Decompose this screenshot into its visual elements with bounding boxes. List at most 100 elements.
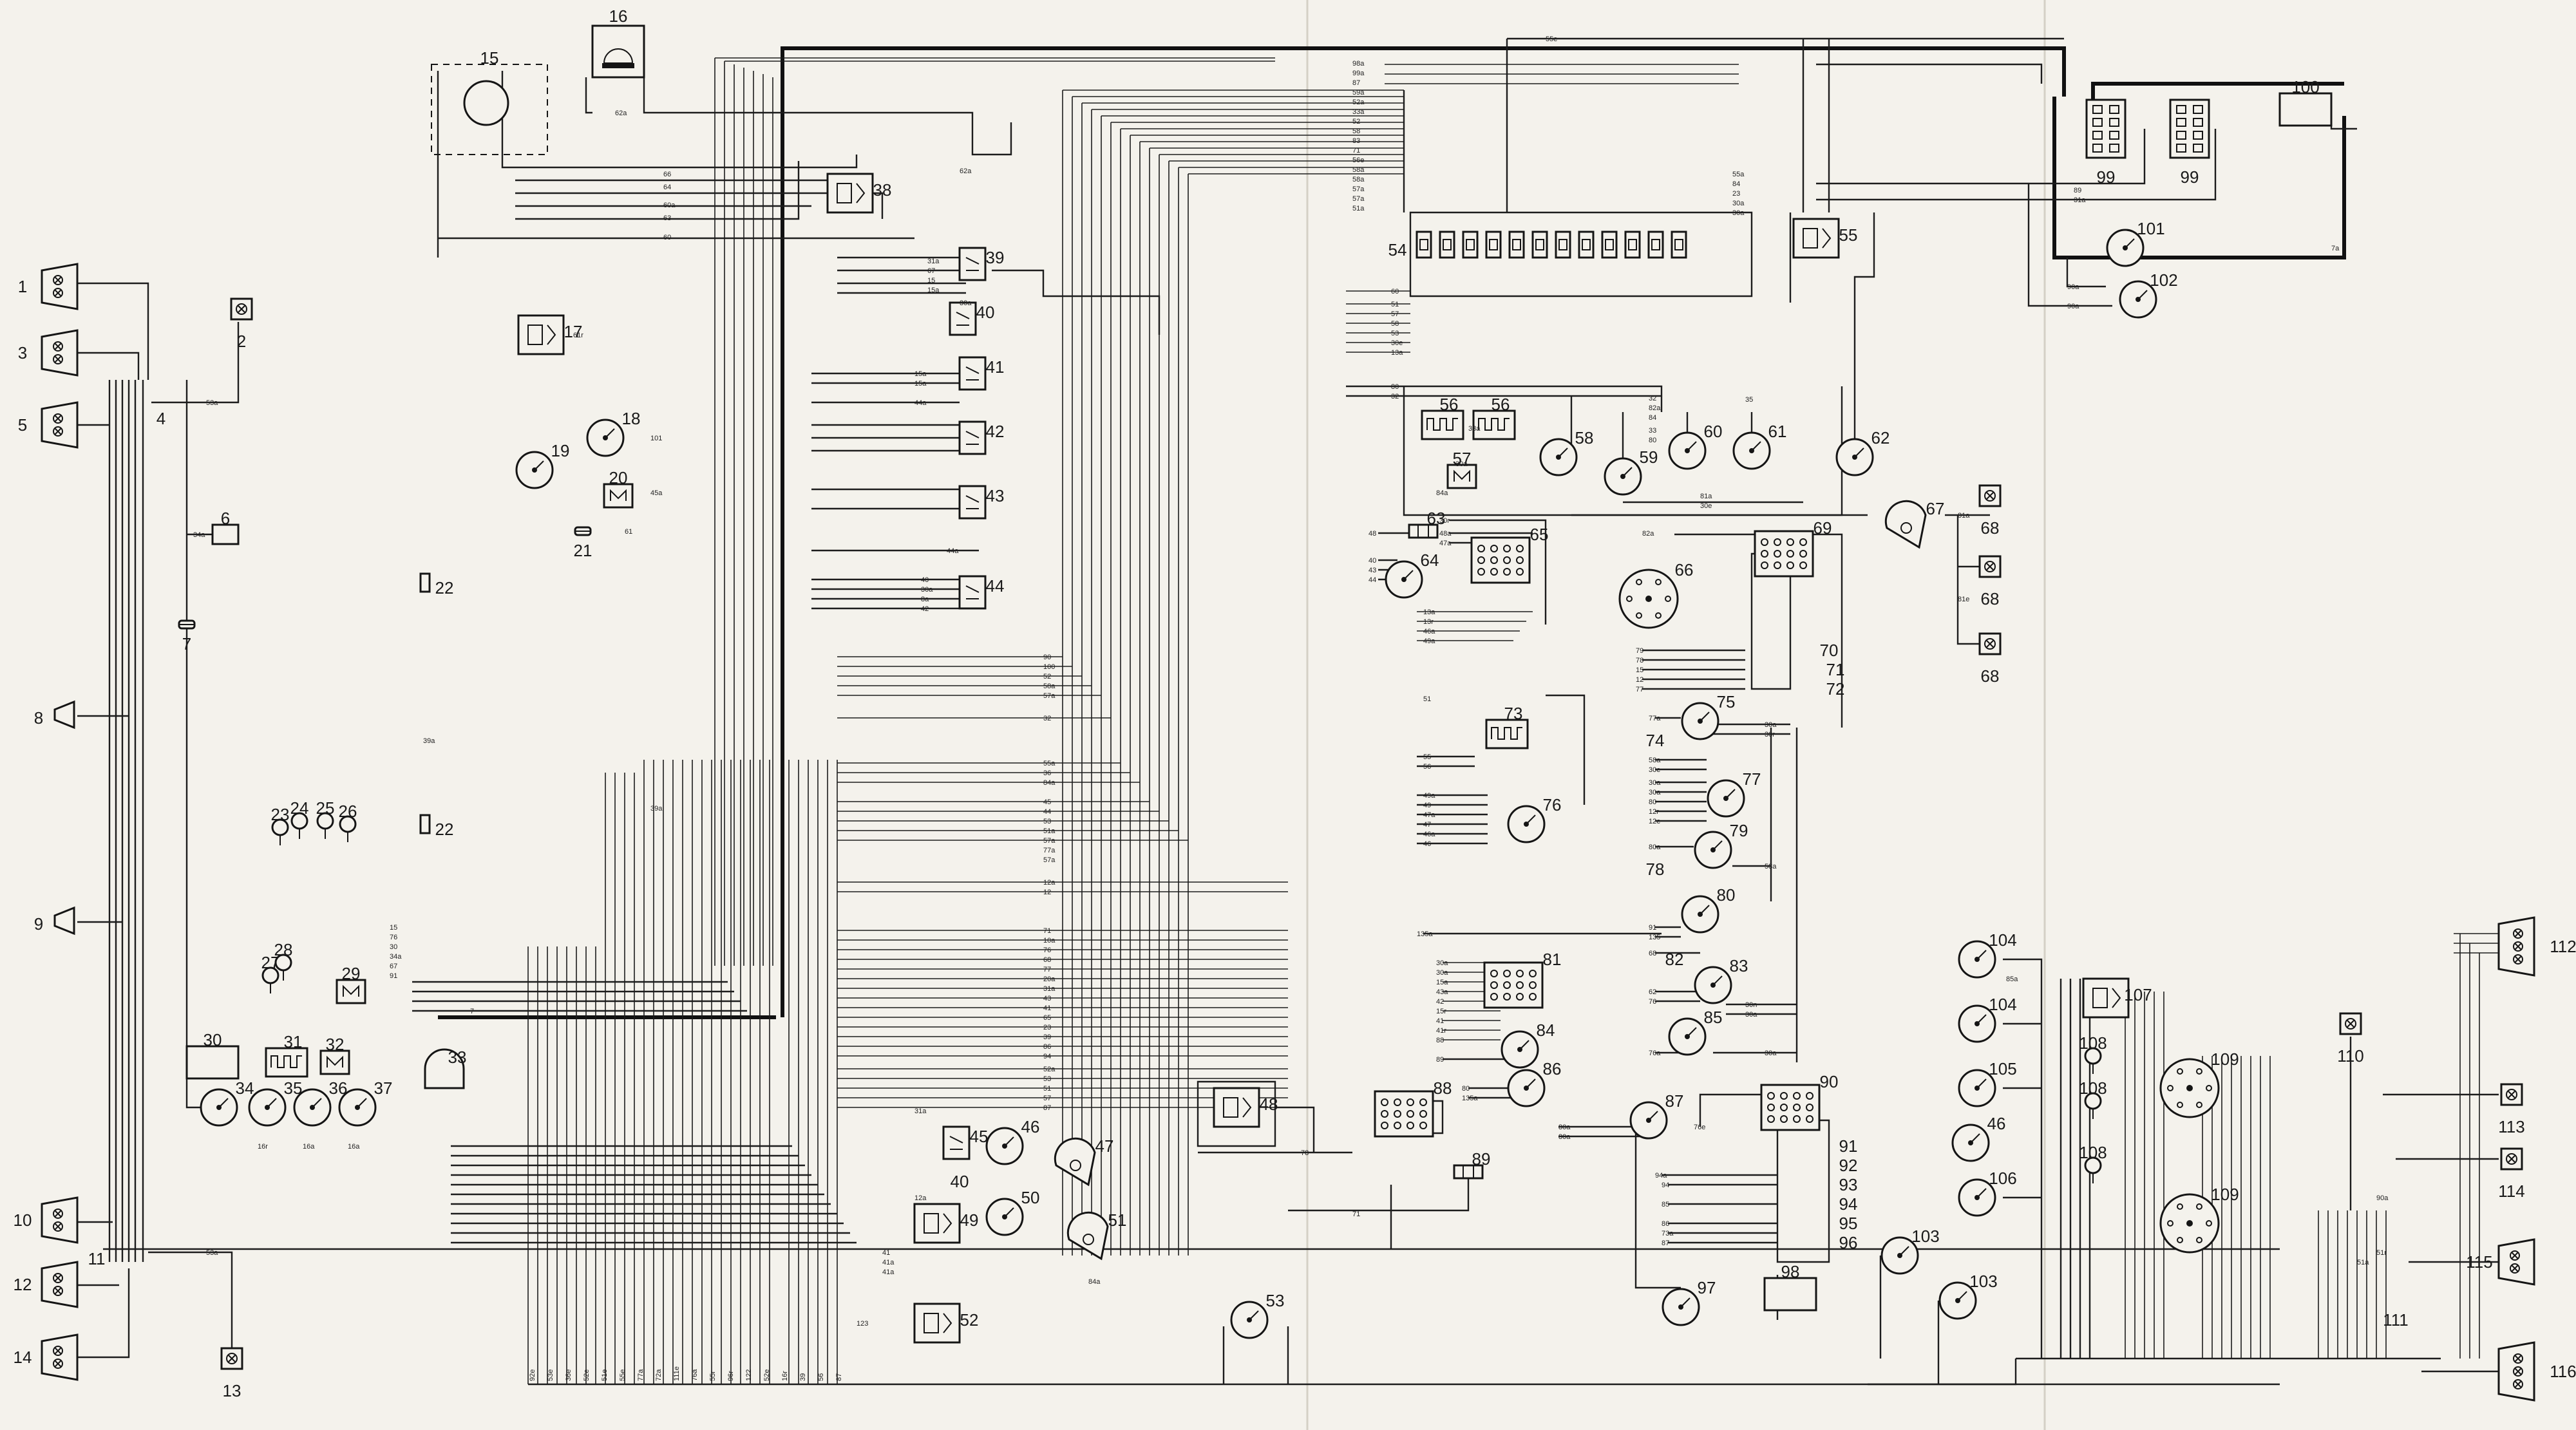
component-103b: 103 [1938, 1272, 1998, 1320]
wire-label: 100 [1043, 663, 1055, 671]
wire-label: 68 [1649, 950, 1656, 957]
component-label: 95 [1839, 1214, 1858, 1233]
component-23: 23 [271, 805, 290, 845]
component-label: 18 [622, 409, 641, 428]
component-label: 41 [986, 357, 1005, 377]
wire-label: 44 [1043, 808, 1051, 816]
wire-label: 57a [1352, 195, 1365, 203]
wire-label: 41 [1436, 1017, 1444, 1025]
component-99a: 99 [2085, 99, 2126, 187]
component-label: 74 [1646, 731, 1665, 750]
wire-label: 49a [1423, 792, 1435, 800]
component-label: 48 [1260, 1095, 1278, 1114]
component-113: 113 [2498, 1083, 2525, 1136]
wire-label: 32 [1649, 395, 1656, 402]
component-label: 28 [274, 940, 293, 959]
component-label: 20 [609, 468, 628, 487]
component-label: 19 [551, 441, 570, 460]
wire-label: 123 [857, 1320, 868, 1328]
component-label: 57 [1453, 449, 1472, 468]
bottom-wire-label: 55r [709, 1371, 717, 1381]
component-label: 67 [1926, 499, 1945, 518]
wire-label: 15 [1636, 666, 1643, 674]
wire-label: 77 [1636, 686, 1643, 693]
wire-label: 61 [625, 528, 632, 536]
component-label: 72 [1826, 679, 1845, 699]
component-40b: 40 [951, 1172, 969, 1191]
wire-label: 57a [1352, 185, 1365, 193]
wire-label: 43a [1436, 988, 1448, 996]
component-60: 60 [1668, 422, 1722, 470]
component-94: 94 [1839, 1194, 1858, 1214]
wire-label: 51 [1423, 695, 1431, 703]
component-28: 28 [274, 940, 293, 981]
wire-label: 15 [390, 924, 397, 932]
component-40a: 40 [949, 301, 994, 336]
wire-label: 135 [1649, 934, 1660, 941]
wire-label: 15a [1436, 979, 1448, 986]
component-90: 90 [1760, 1072, 1838, 1131]
wire-label: 91 [390, 972, 397, 980]
component-89: 89 [1453, 1149, 1490, 1180]
component-label: 91 [1839, 1136, 1858, 1156]
wire-label: 71 [1352, 147, 1360, 155]
component-label: 59 [1640, 447, 1658, 467]
component-label: 94 [1839, 1194, 1858, 1214]
wire-label: 30a [1649, 789, 1661, 796]
component-96: 96 [1839, 1233, 1858, 1252]
wire-label: 83 [1352, 137, 1360, 145]
component-label: 109 [2211, 1185, 2239, 1204]
component-label: 88 [1434, 1078, 1452, 1098]
component-label: 58 [1575, 428, 1594, 447]
component-116: 116 [2497, 1341, 2576, 1402]
wire-label: 34a [193, 531, 205, 539]
component-label: 31 [284, 1032, 303, 1051]
bottom-wire-label: 55e [619, 1369, 627, 1381]
component-4: 4 [156, 409, 166, 428]
bottom-wire-label: 122 [745, 1369, 753, 1381]
wire-label: 52a [1043, 1066, 1056, 1073]
component-label: 44 [986, 576, 1005, 596]
component-label: 108 [2079, 1143, 2107, 1162]
component-111: 111 [2383, 1310, 2409, 1330]
wire-label: 80a [1649, 843, 1661, 851]
wire-label: 39 [1043, 1033, 1051, 1041]
wire-label: 51 [1043, 1085, 1051, 1093]
component-88: 88 [1374, 1078, 1452, 1138]
wire-label: 32 [1391, 393, 1399, 400]
wire-label: 34a [390, 953, 402, 961]
bottom-wire-label: 52e [583, 1369, 591, 1381]
wire-label: 30 [390, 943, 397, 951]
wire-label: 84a [1436, 489, 1448, 497]
bottom-wire-label: 92e [529, 1369, 536, 1381]
wire-label: 90a [2067, 303, 2079, 310]
wire-label: 84a [1043, 779, 1056, 787]
component-label: 75 [1717, 692, 1736, 711]
component-label: 79 [1730, 821, 1748, 840]
component-98: 98 [1763, 1262, 1817, 1312]
wire-label: 90 [1043, 654, 1051, 661]
bottom-wire-label: 87 [835, 1373, 843, 1381]
component-63: 63 [1408, 509, 1445, 539]
component-29: 29 [336, 964, 366, 1004]
component-label: 64 [1421, 550, 1439, 570]
wire-label: 77a [1043, 847, 1056, 854]
component-label: 46 [1987, 1114, 2006, 1133]
component-label: 104 [1989, 995, 2016, 1014]
component-47: 47 [1054, 1136, 1113, 1187]
bottom-wire-label: 36e [565, 1369, 573, 1381]
component-99b: 99 [2169, 99, 2210, 187]
component-label: 14 [14, 1348, 32, 1367]
wire-label: 47 [1423, 821, 1431, 829]
component-label: 96 [1839, 1233, 1858, 1252]
component-label: 23 [271, 805, 290, 824]
component-11: 11 [88, 1249, 106, 1268]
component-101: 101 [2106, 219, 2165, 267]
component-label: 111 [2383, 1310, 2409, 1330]
component-108c: 108 [2079, 1143, 2107, 1183]
component-label: 77 [1743, 769, 1761, 789]
wire-label: 53 [1043, 818, 1051, 825]
wire-label: 43 [1043, 995, 1051, 1002]
component-label: 68 [1981, 589, 2000, 608]
